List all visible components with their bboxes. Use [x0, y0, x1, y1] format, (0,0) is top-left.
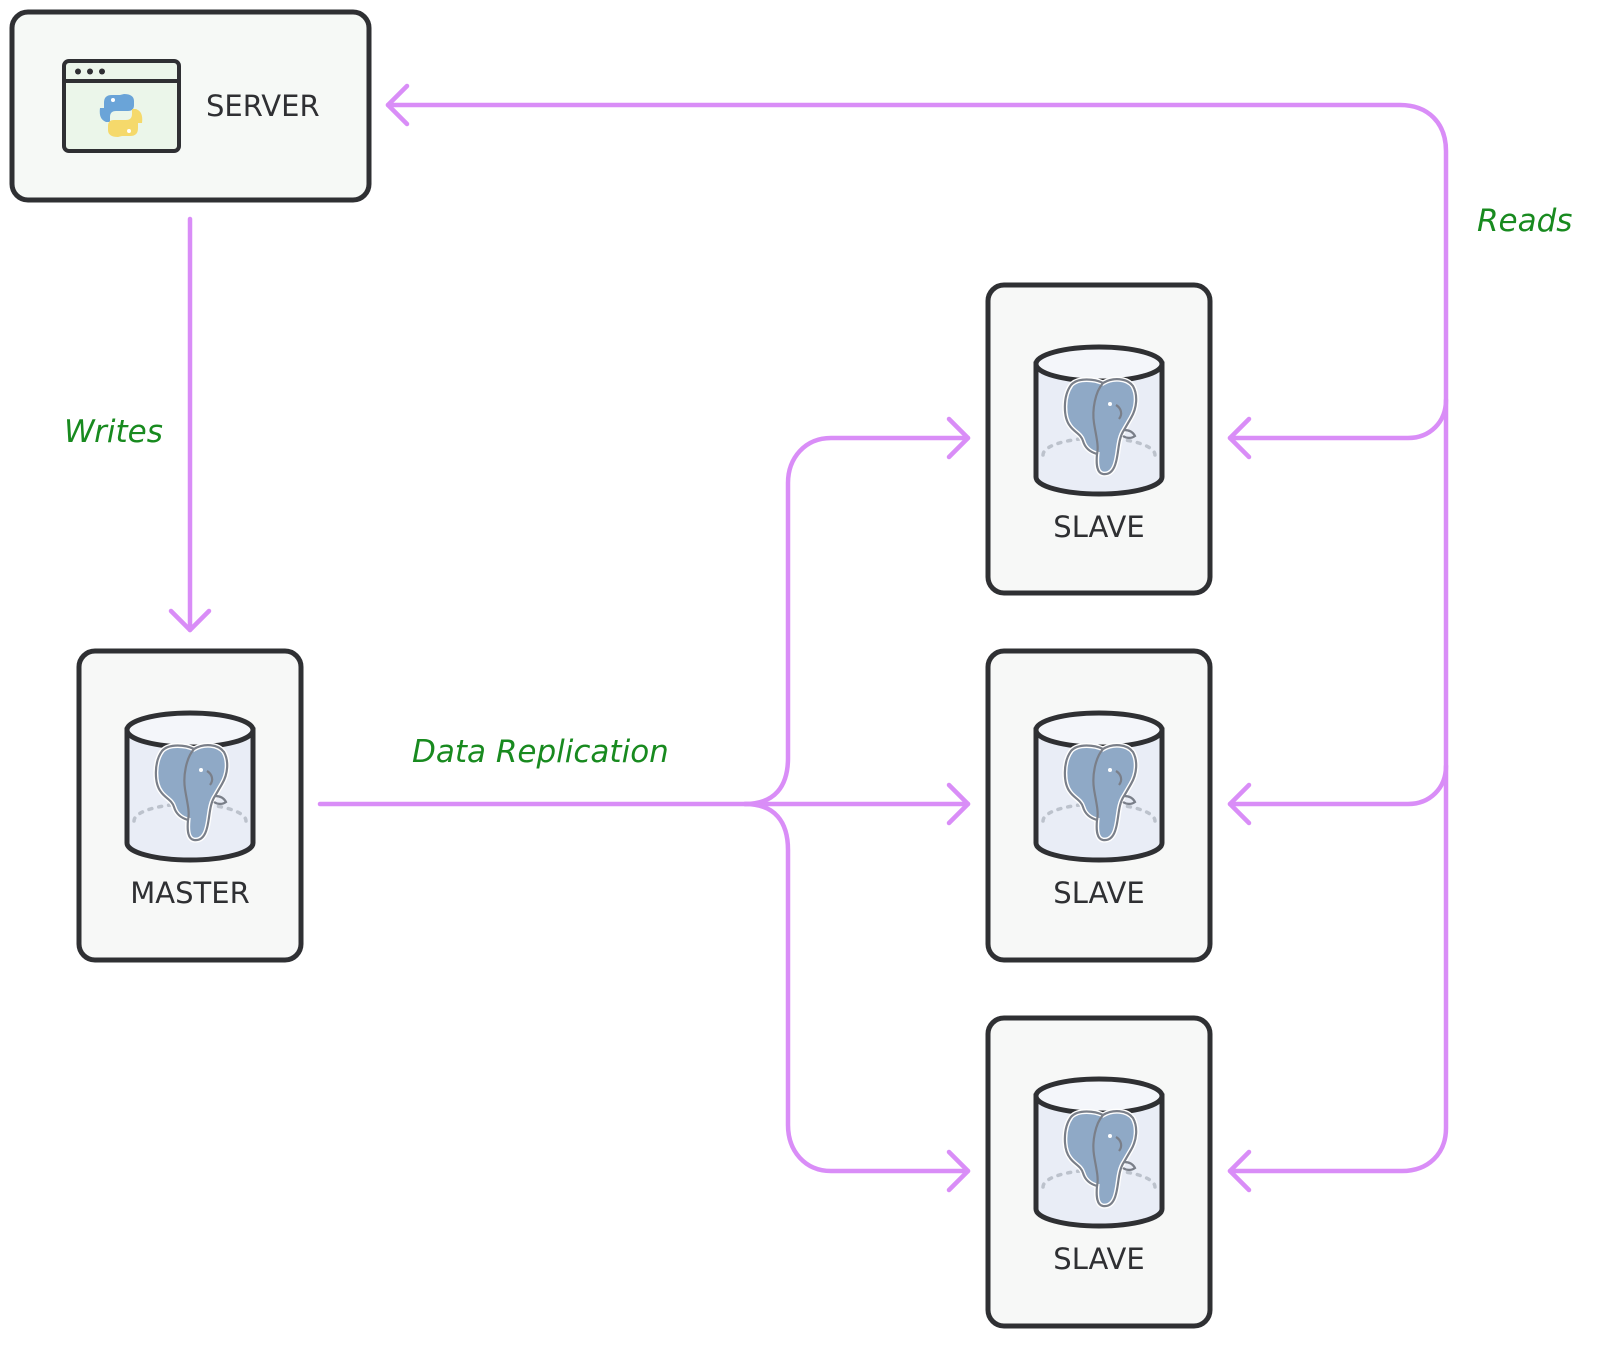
reads-label: Reads — [1477, 203, 1572, 239]
postgresql-database-icon — [1036, 1079, 1162, 1226]
replication-connector — [317, 416, 971, 1193]
arrow-right-icon — [946, 1149, 971, 1193]
reads-connector — [385, 83, 1449, 1193]
replication-label: Data Replication — [412, 734, 669, 770]
master-node[interactable]: MASTER — [76, 648, 304, 963]
arrow-left-icon — [1227, 416, 1252, 460]
arrow-right-icon — [946, 416, 971, 460]
slave-node-1[interactable]: SLAVE — [985, 282, 1213, 596]
slave-node-2[interactable]: SLAVE — [985, 648, 1213, 963]
postgresql-database-icon — [1036, 347, 1162, 494]
postgresql-database-icon — [127, 713, 253, 860]
postgresql-database-icon — [1036, 713, 1162, 860]
arrow-left-icon — [1227, 1149, 1252, 1193]
arrow-down-icon — [168, 608, 212, 633]
slave-label: SLAVE — [1053, 1242, 1144, 1276]
master-label: MASTER — [130, 876, 249, 910]
python-app-window-icon — [62, 59, 181, 153]
server-label: SERVER — [206, 89, 320, 123]
arrow-left-icon — [385, 83, 410, 127]
server-node[interactable]: SERVER — [9, 9, 372, 203]
arrow-left-icon — [1227, 782, 1252, 826]
slave-label: SLAVE — [1053, 510, 1144, 544]
slave-label: SLAVE — [1053, 876, 1144, 910]
writes-label: Writes — [64, 414, 163, 450]
slave-node-3[interactable]: SLAVE — [985, 1015, 1213, 1329]
arrow-right-icon — [946, 782, 971, 826]
writes-connector — [168, 216, 212, 633]
